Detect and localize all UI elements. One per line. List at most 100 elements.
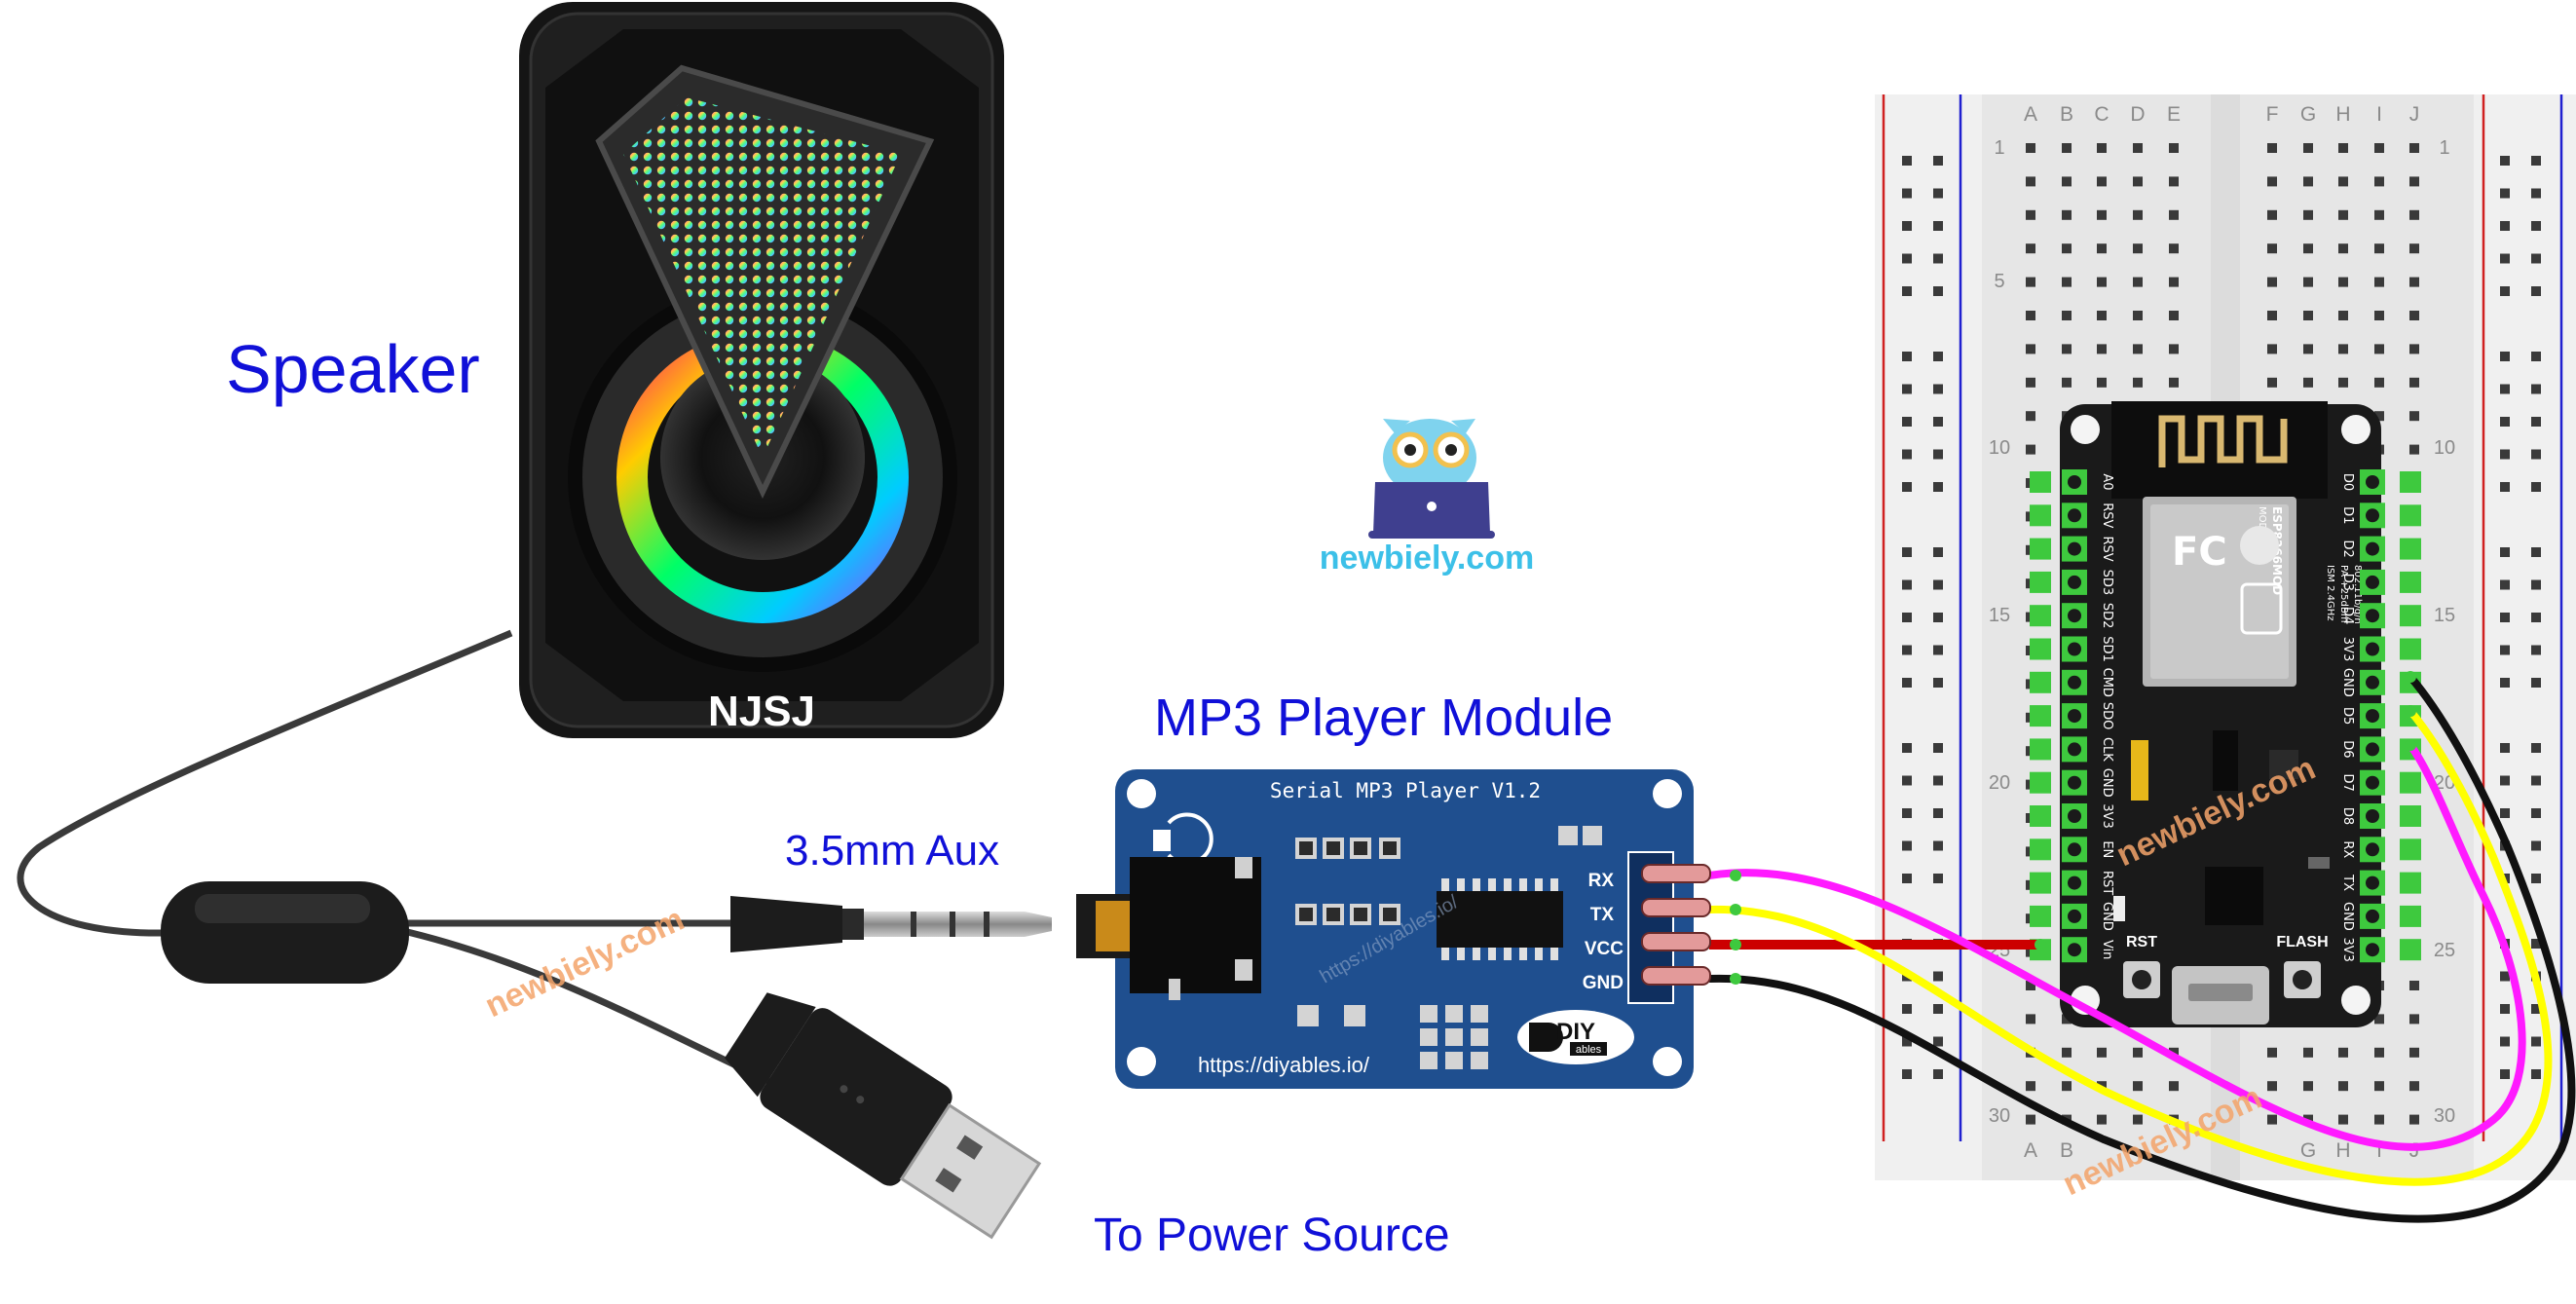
breadboard-hole: [2374, 344, 2384, 354]
breadboard-hole: [2303, 1081, 2313, 1092]
breadboard-hole: [2026, 1081, 2035, 1092]
col-letter: G: [2300, 1139, 2316, 1162]
esp-pin-hole: [2366, 709, 2379, 724]
speaker-device: NJSJ: [519, 2, 1004, 738]
breadboard-hole: [2133, 1114, 2143, 1125]
esp-pin-label: D6: [2340, 740, 2355, 758]
breadboard-hole: [2133, 176, 2143, 187]
breadboard-hole: [1933, 579, 1943, 590]
breadboard-contact: [2030, 538, 2051, 560]
brand-big: DIY: [1556, 1019, 1595, 1045]
col-letter: I: [2376, 1139, 2382, 1162]
breadboard-hole: [2133, 277, 2143, 287]
breadboard-hole: [2500, 286, 2510, 296]
breadboard-hole: [2531, 482, 2541, 492]
breadboard-contact: [2030, 805, 2051, 827]
breadboard-hole: [2500, 743, 2510, 753]
breadboard-hole: [1933, 253, 1943, 264]
breadboard-hole: [2374, 277, 2384, 287]
breadboard-contact: [2400, 638, 2421, 660]
esp-pin-label: D7: [2340, 774, 2355, 792]
breadboard-hole: [2133, 209, 2143, 220]
breadboard-hole: [2338, 1081, 2348, 1092]
breadboard-hole: [2338, 176, 2348, 187]
breadboard-hole: [2062, 311, 2072, 320]
breadboard-hole: [2267, 176, 2277, 187]
col-letter: A: [2024, 103, 2037, 126]
breadboard-hole: [2133, 311, 2143, 320]
esp-pin-hole: [2366, 876, 2379, 890]
breadboard-hole: [2500, 156, 2510, 166]
esp-pin-label: GND: [2340, 902, 2355, 931]
power-label: To Power Source: [1094, 1210, 1450, 1261]
esp-pin-hole: [2366, 943, 2379, 957]
esp-pin-hole: [2366, 675, 2379, 689]
breadboard-hole: [1902, 221, 1912, 231]
breadboard-hole: [2169, 1081, 2179, 1092]
breadboard-hole: [2062, 377, 2072, 388]
esp-module-text: MODEL: [2257, 506, 2267, 542]
speaker-brand: NJSJ: [708, 688, 815, 735]
breadboard-hole: [2500, 188, 2510, 199]
mp3-module-label: MP3 Player Module: [1154, 689, 1613, 747]
esp-pin-hole: [2366, 508, 2379, 523]
row-number: 30: [2434, 1105, 2455, 1127]
esp-pin-hole: [2366, 475, 2379, 489]
breadboard-hole: [2133, 377, 2143, 388]
esp-pin-label: D1: [2340, 506, 2355, 524]
breadboard-hole: [1902, 775, 1912, 786]
breadboard-hole: [2303, 311, 2313, 320]
esp-pin-hole: [2068, 675, 2081, 689]
breadboard-hole: [2267, 1047, 2277, 1058]
esp-pin-label: D4: [2340, 607, 2355, 624]
esp-pin-hole: [2366, 842, 2379, 857]
col-letter: D: [2130, 103, 2145, 126]
breadboard-hole: [2531, 547, 2541, 557]
breadboard-hole: [2500, 547, 2510, 557]
esp-pin-headers: [2030, 469, 2421, 963]
breadboard-hole: [2374, 143, 2384, 153]
esp-pin-hole: [2068, 609, 2081, 623]
breadboard-hole: [1933, 743, 1943, 753]
breadboard-hole: [2374, 311, 2384, 320]
esp-module-text: PA +25dBm: [2338, 565, 2349, 622]
breadboard-contact: [2030, 705, 2051, 727]
breadboard-hole: [2267, 243, 2277, 254]
aux-plug: [730, 896, 1052, 952]
breadboard-hole: [2531, 188, 2541, 199]
breadboard-hole: [2500, 352, 2510, 361]
esp-pin-label: SD2: [2100, 603, 2114, 629]
breadboard-hole: [2169, 344, 2179, 354]
aux-label: 3.5mm Aux: [785, 827, 999, 875]
breadboard-hole: [2409, 143, 2419, 153]
esp-logo-icon: [2240, 526, 2279, 565]
breadboard-hole: [2531, 939, 2541, 949]
breadboard-hole: [1902, 253, 1912, 264]
esp-pin-hole: [2366, 909, 2379, 923]
esp-pin-label: Vin: [2100, 940, 2114, 959]
breadboard-hole: [2303, 1047, 2313, 1058]
breadboard-hole: [2409, 377, 2419, 388]
breadboard-contact: [2400, 838, 2421, 861]
breadboard-hole: [1902, 449, 1912, 460]
col-letter: C: [2094, 103, 2109, 126]
esp-pin-hole: [2366, 541, 2379, 556]
breadboard-hole: [2062, 277, 2072, 287]
breadboard-hole: [2409, 1047, 2419, 1058]
row-number: 20: [2434, 772, 2455, 794]
esp-pin-label: RST: [2100, 871, 2114, 895]
breadboard-hole: [2409, 411, 2419, 422]
breadboard-hole: [2133, 243, 2143, 254]
breadboard-hole: [2303, 209, 2313, 220]
breadboard-hole: [2531, 1004, 2541, 1014]
row-number: 20: [1989, 772, 2010, 794]
breadboard-hole: [2338, 344, 2348, 354]
esp-module-text: 802.11b/g/n: [2352, 565, 2363, 624]
breadboard-hole: [1933, 482, 1943, 492]
esp-pin-label: 3V3: [2340, 637, 2355, 661]
breadboard-hole: [2062, 176, 2072, 187]
breadboard-hole: [2374, 176, 2384, 187]
pin-label-vcc: VCC: [1585, 939, 1624, 959]
breadboard-hole: [2026, 176, 2035, 187]
breadboard-hole: [2500, 579, 2510, 590]
